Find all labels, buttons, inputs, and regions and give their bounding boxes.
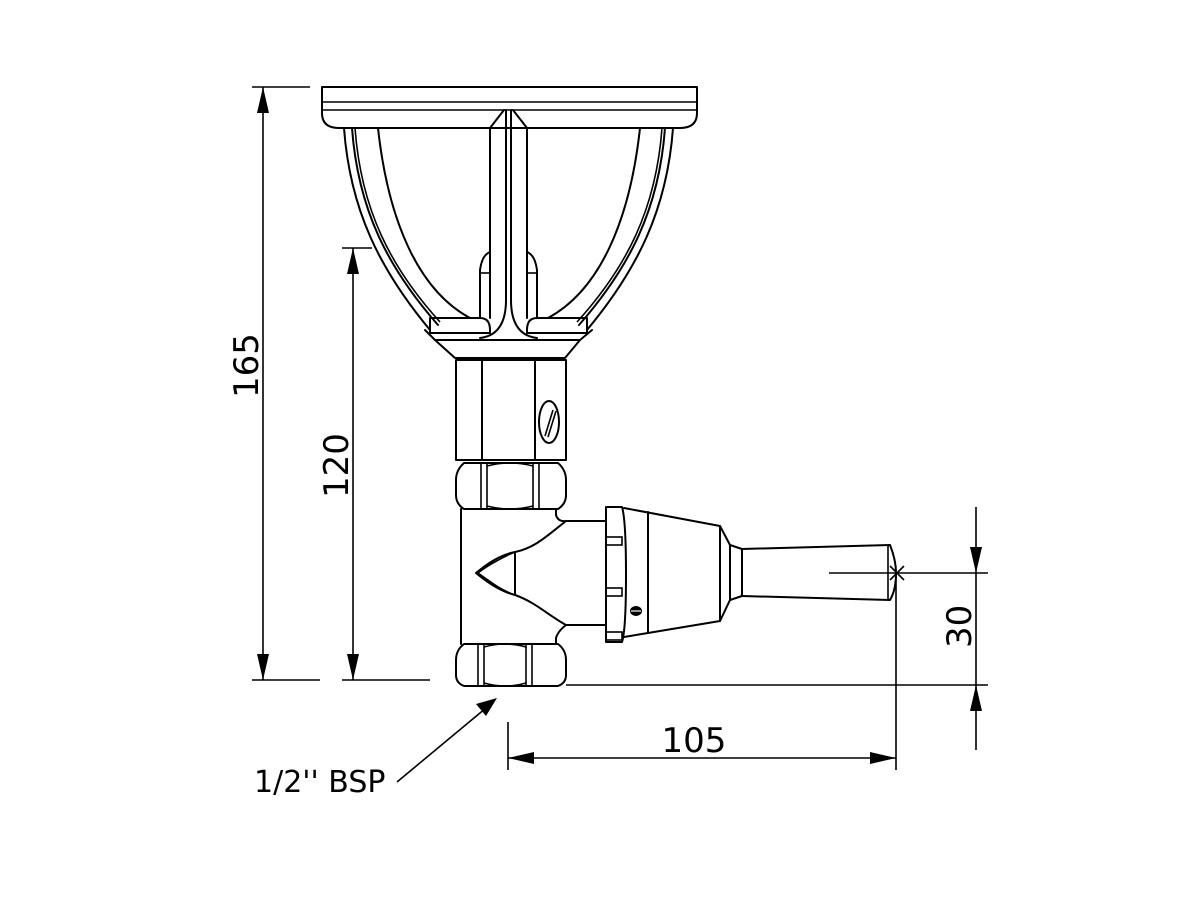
connection-callout: 1/2'' BSP [254,698,497,800]
dimension-handle-length: 105 [507,573,897,770]
lower-nut [455,643,567,687]
valve-head [605,506,743,643]
tee-body [460,508,607,645]
set-screw-icon [538,400,560,444]
upper-nut [455,462,567,510]
dimension-handle-height: 30 [566,507,988,750]
funnel-bowl [321,86,698,359]
dimension-label-30: 30 [940,605,980,648]
lever-handle [741,544,905,601]
dimension-label-165: 165 [227,333,267,398]
upper-hex-body [455,359,567,461]
dimension-label-120: 120 [317,433,357,498]
dimension-overall-height: 165 [227,86,320,681]
screw-icon [630,606,642,616]
dimension-height-to-bowl: 120 [317,247,430,681]
dimension-label-105: 105 [662,721,727,761]
connection-label: 1/2'' BSP [254,765,386,800]
